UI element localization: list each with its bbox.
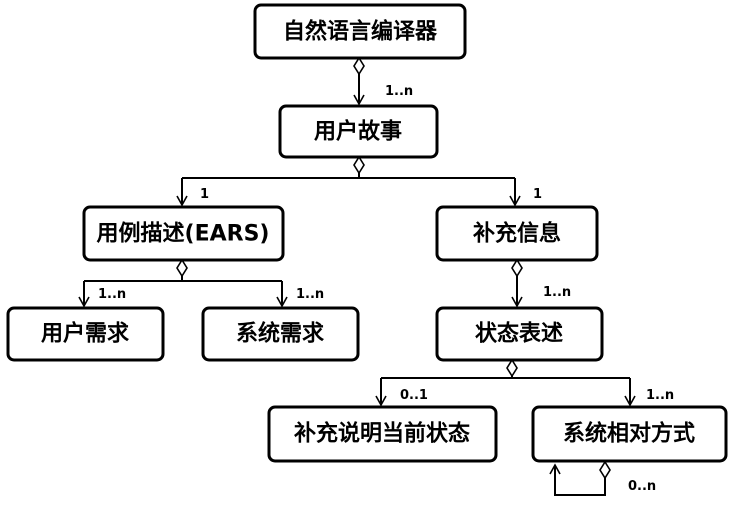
multiplicity-label: 1..n	[385, 84, 413, 99]
node-label: 系统相对方式	[563, 421, 695, 447]
multiplicity-label: 1	[200, 187, 209, 202]
aggregation-diamond-icon	[353, 56, 365, 76]
node-system-relative-mode: 系统相对方式	[531, 405, 728, 463]
node-use-case-description: 用例描述(EARS)	[82, 205, 285, 262]
multiplicity-label: 1..n	[296, 287, 324, 302]
edge-relation-self-loop: 0..n	[549, 460, 656, 496]
node-supplementary-info: 补充信息	[435, 205, 599, 262]
edge-user-story-children: 1 1	[176, 155, 542, 207]
aggregation-diamond-icon	[599, 460, 611, 480]
edge-state-children: 0..1 1..n	[375, 358, 674, 407]
node-label: 用例描述(EARS)	[97, 222, 270, 247]
node-system-requirements: 系统需求	[201, 306, 360, 362]
multiplicity-label: 1	[533, 187, 542, 202]
aggregation-diamond-icon	[176, 258, 188, 278]
node-current-state-supplement: 补充说明当前状态	[267, 405, 498, 463]
node-label: 补充信息	[472, 221, 561, 247]
node-user-story: 用户故事	[278, 104, 439, 159]
node-natural-language-compiler: 自然语言编译器	[253, 3, 467, 60]
multiplicity-label: 1..n	[646, 388, 674, 403]
node-label: 系统需求	[236, 321, 324, 347]
aggregation-diamond-icon	[511, 258, 523, 278]
multiplicity-label: 0..n	[628, 479, 656, 494]
node-label: 补充说明当前状态	[293, 421, 470, 447]
aggregation-diamond-icon	[506, 358, 518, 378]
node-state-description: 状态表述	[435, 306, 604, 362]
edge-supplement-to-state: 1..n	[511, 258, 571, 308]
node-label: 状态表述	[475, 321, 563, 347]
multiplicity-label: 1..n	[98, 287, 126, 302]
edge-nlc-to-user-story: 1..n	[353, 56, 413, 106]
multiplicity-label: 0..1	[400, 388, 428, 403]
aggregation-diamond-icon	[353, 155, 365, 175]
node-label: 用户需求	[41, 321, 129, 347]
node-label: 用户故事	[314, 119, 402, 145]
node-label: 自然语言编译器	[283, 19, 438, 45]
node-user-requirements: 用户需求	[6, 306, 165, 362]
multiplicity-label: 1..n	[543, 285, 571, 300]
edge-use-case-children: 1..n 1..n	[78, 258, 324, 308]
